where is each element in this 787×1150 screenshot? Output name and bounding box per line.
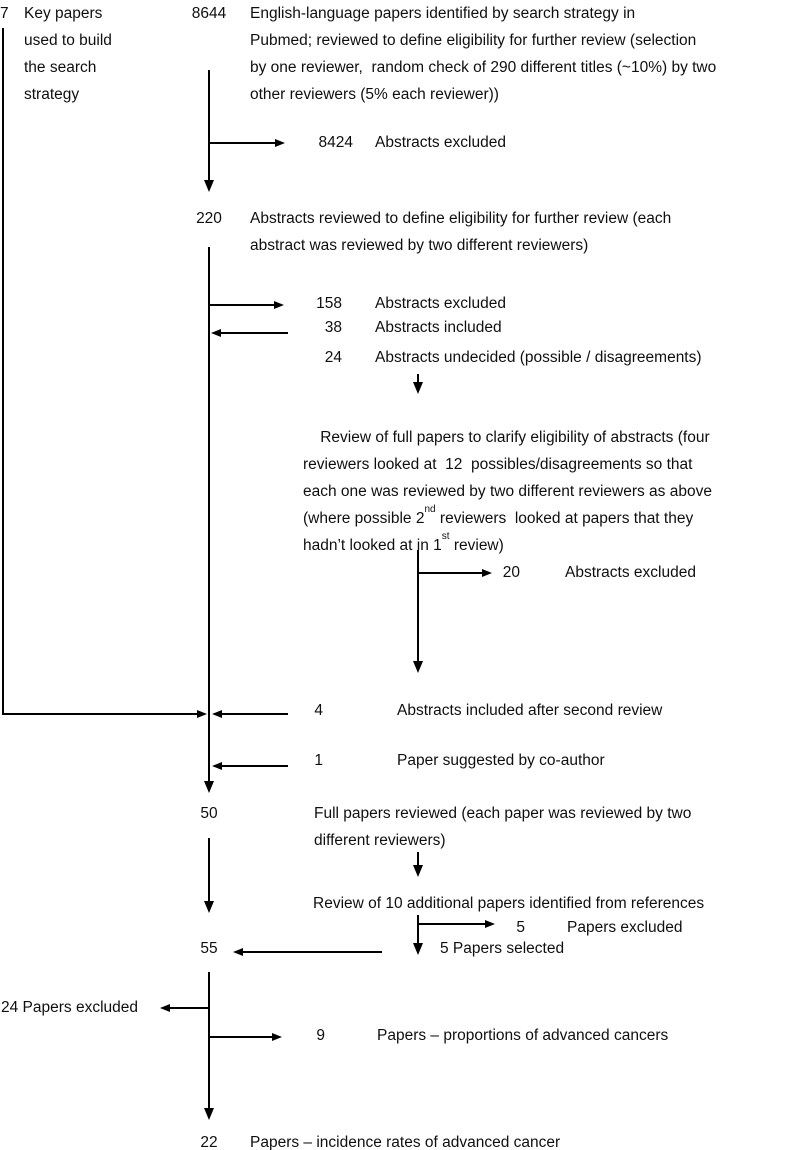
arrowhead-left	[233, 948, 243, 956]
connector-key-papers-horizontal	[2, 713, 197, 715]
arrowhead-down	[204, 180, 214, 192]
superscript-st: st	[441, 530, 450, 542]
arrowhead-right	[274, 301, 284, 309]
connector-main-segment-4	[208, 972, 210, 1108]
connector-references-down	[417, 852, 419, 865]
arrowhead-right	[197, 710, 207, 718]
pubmed-label: English-language papers identified by se…	[250, 5, 717, 103]
abstracts-included-label: Abstracts included	[375, 319, 502, 336]
abstracts-included-count: 38	[324, 319, 342, 336]
connector-key-papers-vertical	[2, 28, 4, 715]
arrowhead-down	[413, 661, 423, 673]
arrowhead-down	[413, 865, 423, 877]
connector-main-segment-2	[208, 247, 210, 781]
abstracts-excluded-first-label: Abstracts excluded	[375, 134, 506, 151]
connector-branch-9	[209, 1036, 272, 1038]
review-note-text-2: reviewers looked at papers that they had…	[303, 510, 694, 554]
papers-selected-label: 5 Papers selected	[440, 940, 565, 957]
review-full-papers-note: Review of full papers to clarify eligibi…	[303, 397, 712, 586]
connector-branch-20	[418, 572, 482, 574]
connector-branch-8424	[209, 142, 275, 144]
connector-main-segment-3	[208, 838, 210, 901]
papers-incidence-count: 22	[200, 1134, 218, 1150]
arrowhead-left	[212, 762, 222, 770]
connector-branch-38	[221, 332, 288, 334]
arrowhead-down	[204, 901, 214, 913]
arrowhead-right	[275, 139, 285, 147]
connector-main-segment-1	[208, 70, 210, 180]
arrowhead-right	[482, 569, 492, 577]
arrowhead-down	[204, 781, 214, 793]
review-note-text-3: review)	[449, 537, 504, 554]
arrowhead-down	[204, 1108, 214, 1120]
abstracts-excluded-third-label: Abstracts excluded	[565, 564, 696, 581]
abstracts-excluded-first-count: 8424	[318, 134, 353, 151]
papers-excluded-refs-count: 5	[516, 919, 525, 936]
connector-branch-24-excluded	[170, 1007, 209, 1009]
papers-incidence-label: Papers – incidence rates of advanced can…	[250, 1134, 561, 1150]
pubmed-count: 8644	[191, 5, 227, 22]
paper-suggested-label: Paper suggested by co-author	[397, 752, 605, 769]
connector-branch-1	[222, 765, 288, 767]
abstracts-included-second-review-count: 4	[314, 702, 323, 719]
arrowhead-left	[211, 329, 221, 337]
arrowhead-right	[272, 1033, 282, 1041]
abstracts-included-second-review-label: Abstracts included after second review	[397, 702, 663, 719]
abstracts-excluded-second-label: Abstracts excluded	[375, 295, 506, 312]
total-full-papers-count: 55	[200, 940, 218, 957]
connector-second-review-down	[417, 550, 419, 661]
arrowhead-left	[212, 710, 222, 718]
abstracts-undecided-count: 24	[324, 349, 342, 366]
full-papers-reviewed-label: Full papers reviewed (each paper was rev…	[314, 805, 692, 849]
connector-branch-4	[222, 713, 288, 715]
connector-undecided-down	[417, 374, 419, 382]
abstracts-reviewed-label: Abstracts reviewed to define eligibility…	[250, 210, 672, 254]
papers-excluded-final-label: 24 Papers excluded	[1, 999, 139, 1016]
connector-selected-down	[417, 915, 419, 943]
papers-excluded-refs-label: Papers excluded	[567, 919, 683, 936]
superscript-nd: nd	[424, 503, 436, 515]
key-papers-count: 7	[0, 5, 9, 22]
abstracts-reviewed-count: 220	[196, 210, 222, 227]
review-note-text-1: Review of full papers to clarify eligibi…	[303, 429, 712, 527]
review-additional-label: Review of 10 additional papers identifie…	[313, 895, 705, 912]
papers-proportions-label: Papers – proportions of advanced cancers	[377, 1027, 669, 1044]
arrowhead-down	[413, 382, 423, 394]
abstracts-excluded-third-count: 20	[502, 564, 520, 581]
key-papers-label: Key papers used to build the search stra…	[24, 5, 112, 103]
connector-branch-5-excluded	[418, 923, 485, 925]
abstracts-undecided-label: Abstracts undecided (possible / disagree…	[375, 349, 702, 366]
arrowhead-down	[413, 943, 423, 955]
connector-branch-158	[209, 304, 274, 306]
papers-proportions-count: 9	[316, 1027, 325, 1044]
arrowhead-right	[485, 920, 495, 928]
arrowhead-left	[160, 1004, 170, 1012]
abstracts-excluded-second-count: 158	[316, 295, 342, 312]
paper-suggested-count: 1	[314, 752, 323, 769]
connector-selected-to-55	[243, 951, 382, 953]
full-papers-reviewed-count: 50	[200, 805, 218, 822]
